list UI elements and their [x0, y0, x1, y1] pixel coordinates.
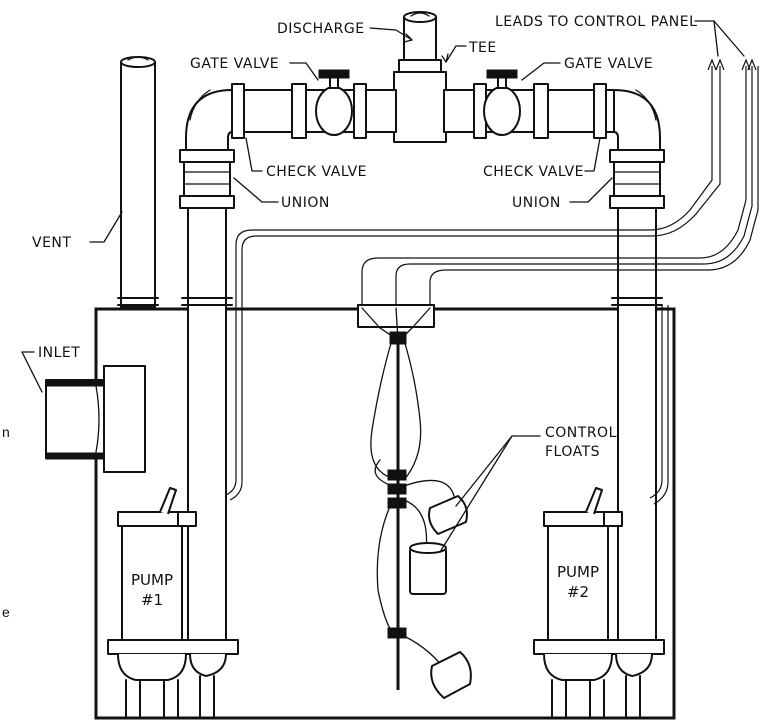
label-check-valve-left: CHECK VALVE: [266, 164, 367, 180]
leads-conduits: [225, 58, 759, 505]
vent-pipe: [117, 56, 159, 308]
pump-1: [107, 487, 239, 717]
float-bottom: [430, 651, 472, 699]
label-check-valve-right: CHECK VALVE: [483, 164, 584, 180]
label-discharge: DISCHARGE: [277, 21, 365, 37]
leader-lines: [21, 20, 745, 553]
label-leads-to-control-panel: LEADS TO CONTROL PANEL: [495, 14, 697, 30]
float-top: [428, 495, 468, 535]
label-control-floats-line2: FLOATS: [545, 444, 600, 460]
float-bracket: [357, 304, 435, 690]
float-middle: [409, 542, 447, 595]
label-inlet: INLET: [38, 345, 80, 361]
union-left: [179, 149, 235, 209]
label-pump1-line2: #1: [141, 591, 163, 609]
label-tee: TEE: [468, 40, 497, 56]
gate-valve-left: [315, 69, 353, 136]
text-labels: DISCHARGE LEADS TO CONTROL PANEL TEE GAT…: [2, 14, 697, 620]
label-gate-valve-left: GATE VALVE: [190, 56, 279, 72]
label-pump2-line2: #2: [567, 583, 589, 601]
label-pump2-line1: PUMP: [557, 563, 599, 581]
label-gate-valve-right: GATE VALVE: [564, 56, 653, 72]
cropped-text-2: e: [2, 604, 10, 620]
riser-left: [181, 207, 233, 651]
cropped-text-1: n: [2, 424, 10, 440]
label-pump1-line1: PUMP: [131, 571, 173, 589]
riser-right: [611, 207, 663, 651]
pump-2: [533, 487, 665, 717]
union-right: [609, 149, 665, 209]
discharge-riser: [398, 11, 442, 77]
inlet-pipe: [45, 365, 146, 473]
label-union-right: UNION: [512, 195, 561, 211]
label-vent: VENT: [32, 235, 71, 251]
gate-valve-right: [483, 69, 521, 136]
discharge-header: [185, 71, 661, 151]
label-control-floats-line1: CONTROL: [545, 425, 617, 441]
label-union-left: UNION: [281, 195, 330, 211]
float-cables: [370, 339, 456, 675]
